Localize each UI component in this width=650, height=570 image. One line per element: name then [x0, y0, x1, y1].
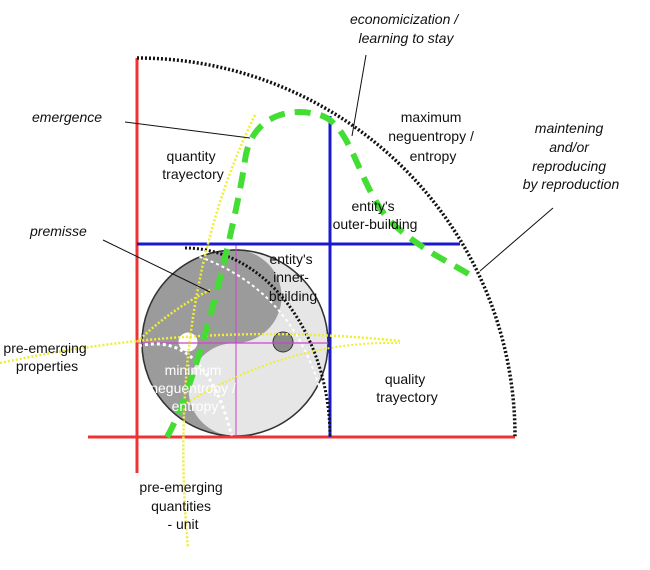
- inner-black-dotted-arc: [184, 246, 332, 438]
- label-quantity-trayectory: quantity trayectory: [162, 148, 223, 182]
- label-economicization: economicization / learning to stay: [350, 11, 462, 46]
- yellow-curve-lower: [182, 341, 401, 406]
- label-minimum: minimum neguentropy / entropy: [150, 362, 240, 414]
- yellow-curve-vertical: [182, 114, 257, 549]
- label-maintening: maintening and/or reproducing by reprodu…: [523, 120, 620, 192]
- yellow-curve-horizontal-1: [0, 332, 401, 365]
- outer-black-dotted-arc: [136, 56, 517, 438]
- yellow-curve-horizontal-2: [136, 288, 211, 343]
- green-trajectory: [164, 109, 472, 439]
- label-outer-building: entity's outer-building: [333, 198, 418, 232]
- leader-maintening: [479, 207, 554, 272]
- label-pre-emerging-properties: pre-emerging properties: [3, 340, 90, 374]
- label-inner-building: entity's inner- building: [269, 251, 317, 304]
- label-quality-trayectory: quality trayectory: [376, 371, 437, 405]
- leader-emergence: [124, 121, 251, 139]
- label-premisse: premisse: [29, 223, 87, 239]
- leader-premisse: [102, 239, 211, 293]
- label-emergence: emergence: [32, 109, 102, 125]
- dark-dot: [272, 331, 294, 353]
- white-dotted-arc-inner: [187, 252, 331, 438]
- leader-economicization: [351, 54, 367, 137]
- label-pre-emerging-quantities: pre-emerging quantities - unit: [139, 479, 226, 532]
- label-maximum: maximum neguentropy / entropy: [388, 109, 478, 164]
